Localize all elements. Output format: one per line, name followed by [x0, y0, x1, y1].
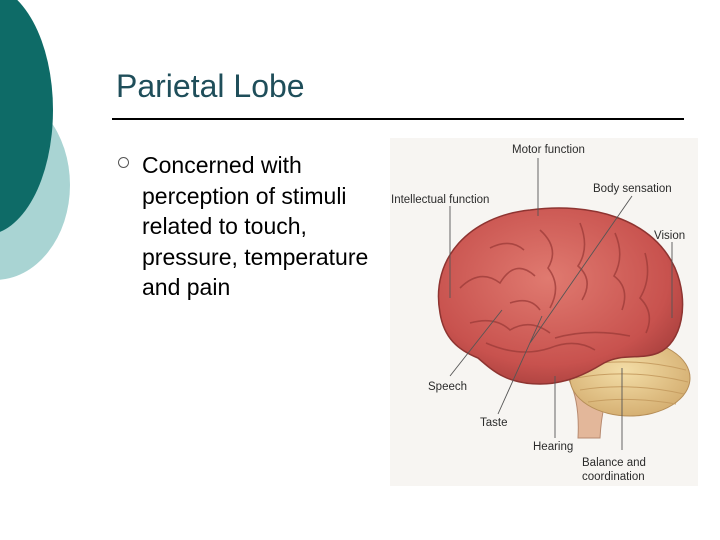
page-title: Parietal Lobe [116, 68, 305, 105]
label-balance-line1: Balance and [582, 457, 646, 469]
label-intellectual-function: Intellectual function [391, 194, 489, 206]
hollow-circle-bullet-icon [118, 157, 129, 168]
bullet-text: Concerned with perception of stimuli rel… [142, 150, 372, 303]
label-body-sensation: Body sensation [593, 183, 672, 195]
label-hearing: Hearing [533, 441, 573, 453]
label-motor-function: Motor function [512, 144, 585, 156]
title-divider [112, 118, 684, 120]
brain-diagram: Motor function Body sensation Intellectu… [390, 138, 698, 486]
label-vision: Vision [654, 230, 685, 242]
label-balance-line2: coordination [582, 471, 645, 483]
label-speech: Speech [428, 381, 467, 393]
label-taste: Taste [480, 417, 508, 429]
decorative-teal-shapes [0, 0, 110, 300]
